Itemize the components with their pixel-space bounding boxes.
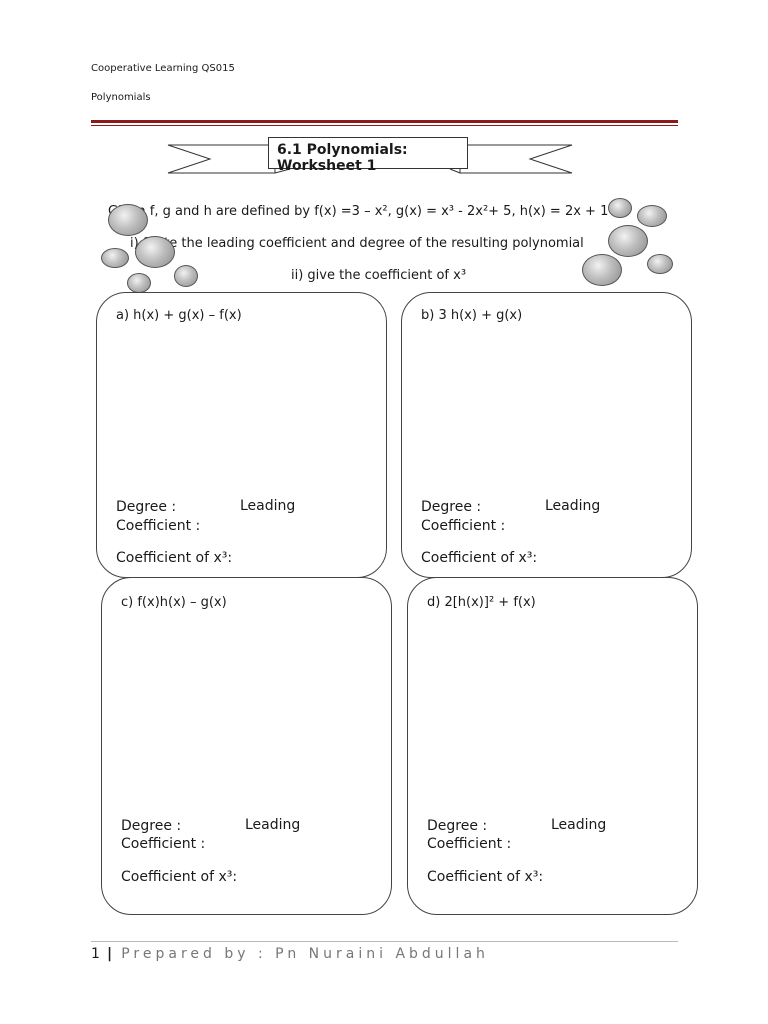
leading-label: Leading xyxy=(245,817,301,833)
leading-label: Leading xyxy=(545,498,601,514)
degree-label: Degree : xyxy=(427,818,488,834)
question-line1: Given f, g and h are defined by f(x) =3 … xyxy=(108,204,609,219)
coefficient-label: Coefficient : xyxy=(121,836,206,852)
question-line3: ii) give the coefficient of x³ xyxy=(291,268,467,283)
box-label: b) 3 h(x) + g(x) xyxy=(421,308,523,323)
leading-label: Leading xyxy=(240,498,296,514)
page-number: 1 xyxy=(91,946,100,962)
answer-box-c[interactable]: c) f(x)h(x) – g(x) Degree : Leading Coef… xyxy=(101,577,392,915)
coefficient-label: Coefficient : xyxy=(116,518,201,534)
footer-prepared-by: Prepared by : Pn Nuraini Abdullah xyxy=(121,946,489,962)
bubble-decoration xyxy=(135,236,175,268)
header-course: Cooperative Learning QS015 xyxy=(91,63,235,74)
answer-box-d[interactable]: d) 2[h(x)]² + f(x) Degree : Leading Coef… xyxy=(407,577,698,915)
degree-label: Degree : xyxy=(116,499,177,515)
bubble-decoration xyxy=(637,205,667,227)
coefficient-x3-label: Coefficient of x³: xyxy=(116,550,233,566)
bubble-decoration xyxy=(101,248,129,268)
box-label: a) h(x) + g(x) – f(x) xyxy=(116,308,242,323)
coefficient-label: Coefficient : xyxy=(421,518,506,534)
title-line2: Worksheet 1 xyxy=(277,158,377,174)
box-label: c) f(x)h(x) – g(x) xyxy=(121,595,227,610)
bubble-decoration xyxy=(108,204,148,236)
title-banner xyxy=(167,144,573,174)
bubble-decoration xyxy=(647,254,673,274)
footer-separator: | xyxy=(107,946,113,962)
header-rule-thick xyxy=(91,120,678,123)
coefficient-x3-label: Coefficient of x³: xyxy=(421,550,538,566)
degree-label: Degree : xyxy=(421,499,482,515)
coefficient-x3-label: Coefficient of x³: xyxy=(121,869,238,885)
answer-box-b[interactable]: b) 3 h(x) + g(x) Degree : Leading Coeffi… xyxy=(401,292,692,578)
header-rule-thin xyxy=(91,125,678,126)
coefficient-label: Coefficient : xyxy=(427,836,512,852)
bubble-decoration xyxy=(174,265,198,287)
degree-label: Degree : xyxy=(121,818,182,834)
footer: 1 | Prepared by : Pn Nuraini Abdullah xyxy=(91,943,489,962)
title-line1: 6.1 Polynomials: xyxy=(277,142,408,158)
coefficient-x3-label: Coefficient of x³: xyxy=(427,869,544,885)
leading-label: Leading xyxy=(551,817,607,833)
bubble-decoration xyxy=(582,254,622,286)
box-label: d) 2[h(x)]² + f(x) xyxy=(427,595,536,610)
worksheet-title: 6.1 Polynomials: Worksheet 1 xyxy=(268,137,468,174)
answer-box-a[interactable]: a) h(x) + g(x) – f(x) Degree : Leading C… xyxy=(96,292,387,578)
bubble-decoration xyxy=(127,273,151,293)
footer-rule xyxy=(91,941,678,942)
bubble-decoration xyxy=(608,225,648,257)
question-line2: i) State the leading coefficient and deg… xyxy=(130,236,584,251)
bubble-decoration xyxy=(608,198,632,218)
header-topic: Polynomials xyxy=(91,92,151,103)
